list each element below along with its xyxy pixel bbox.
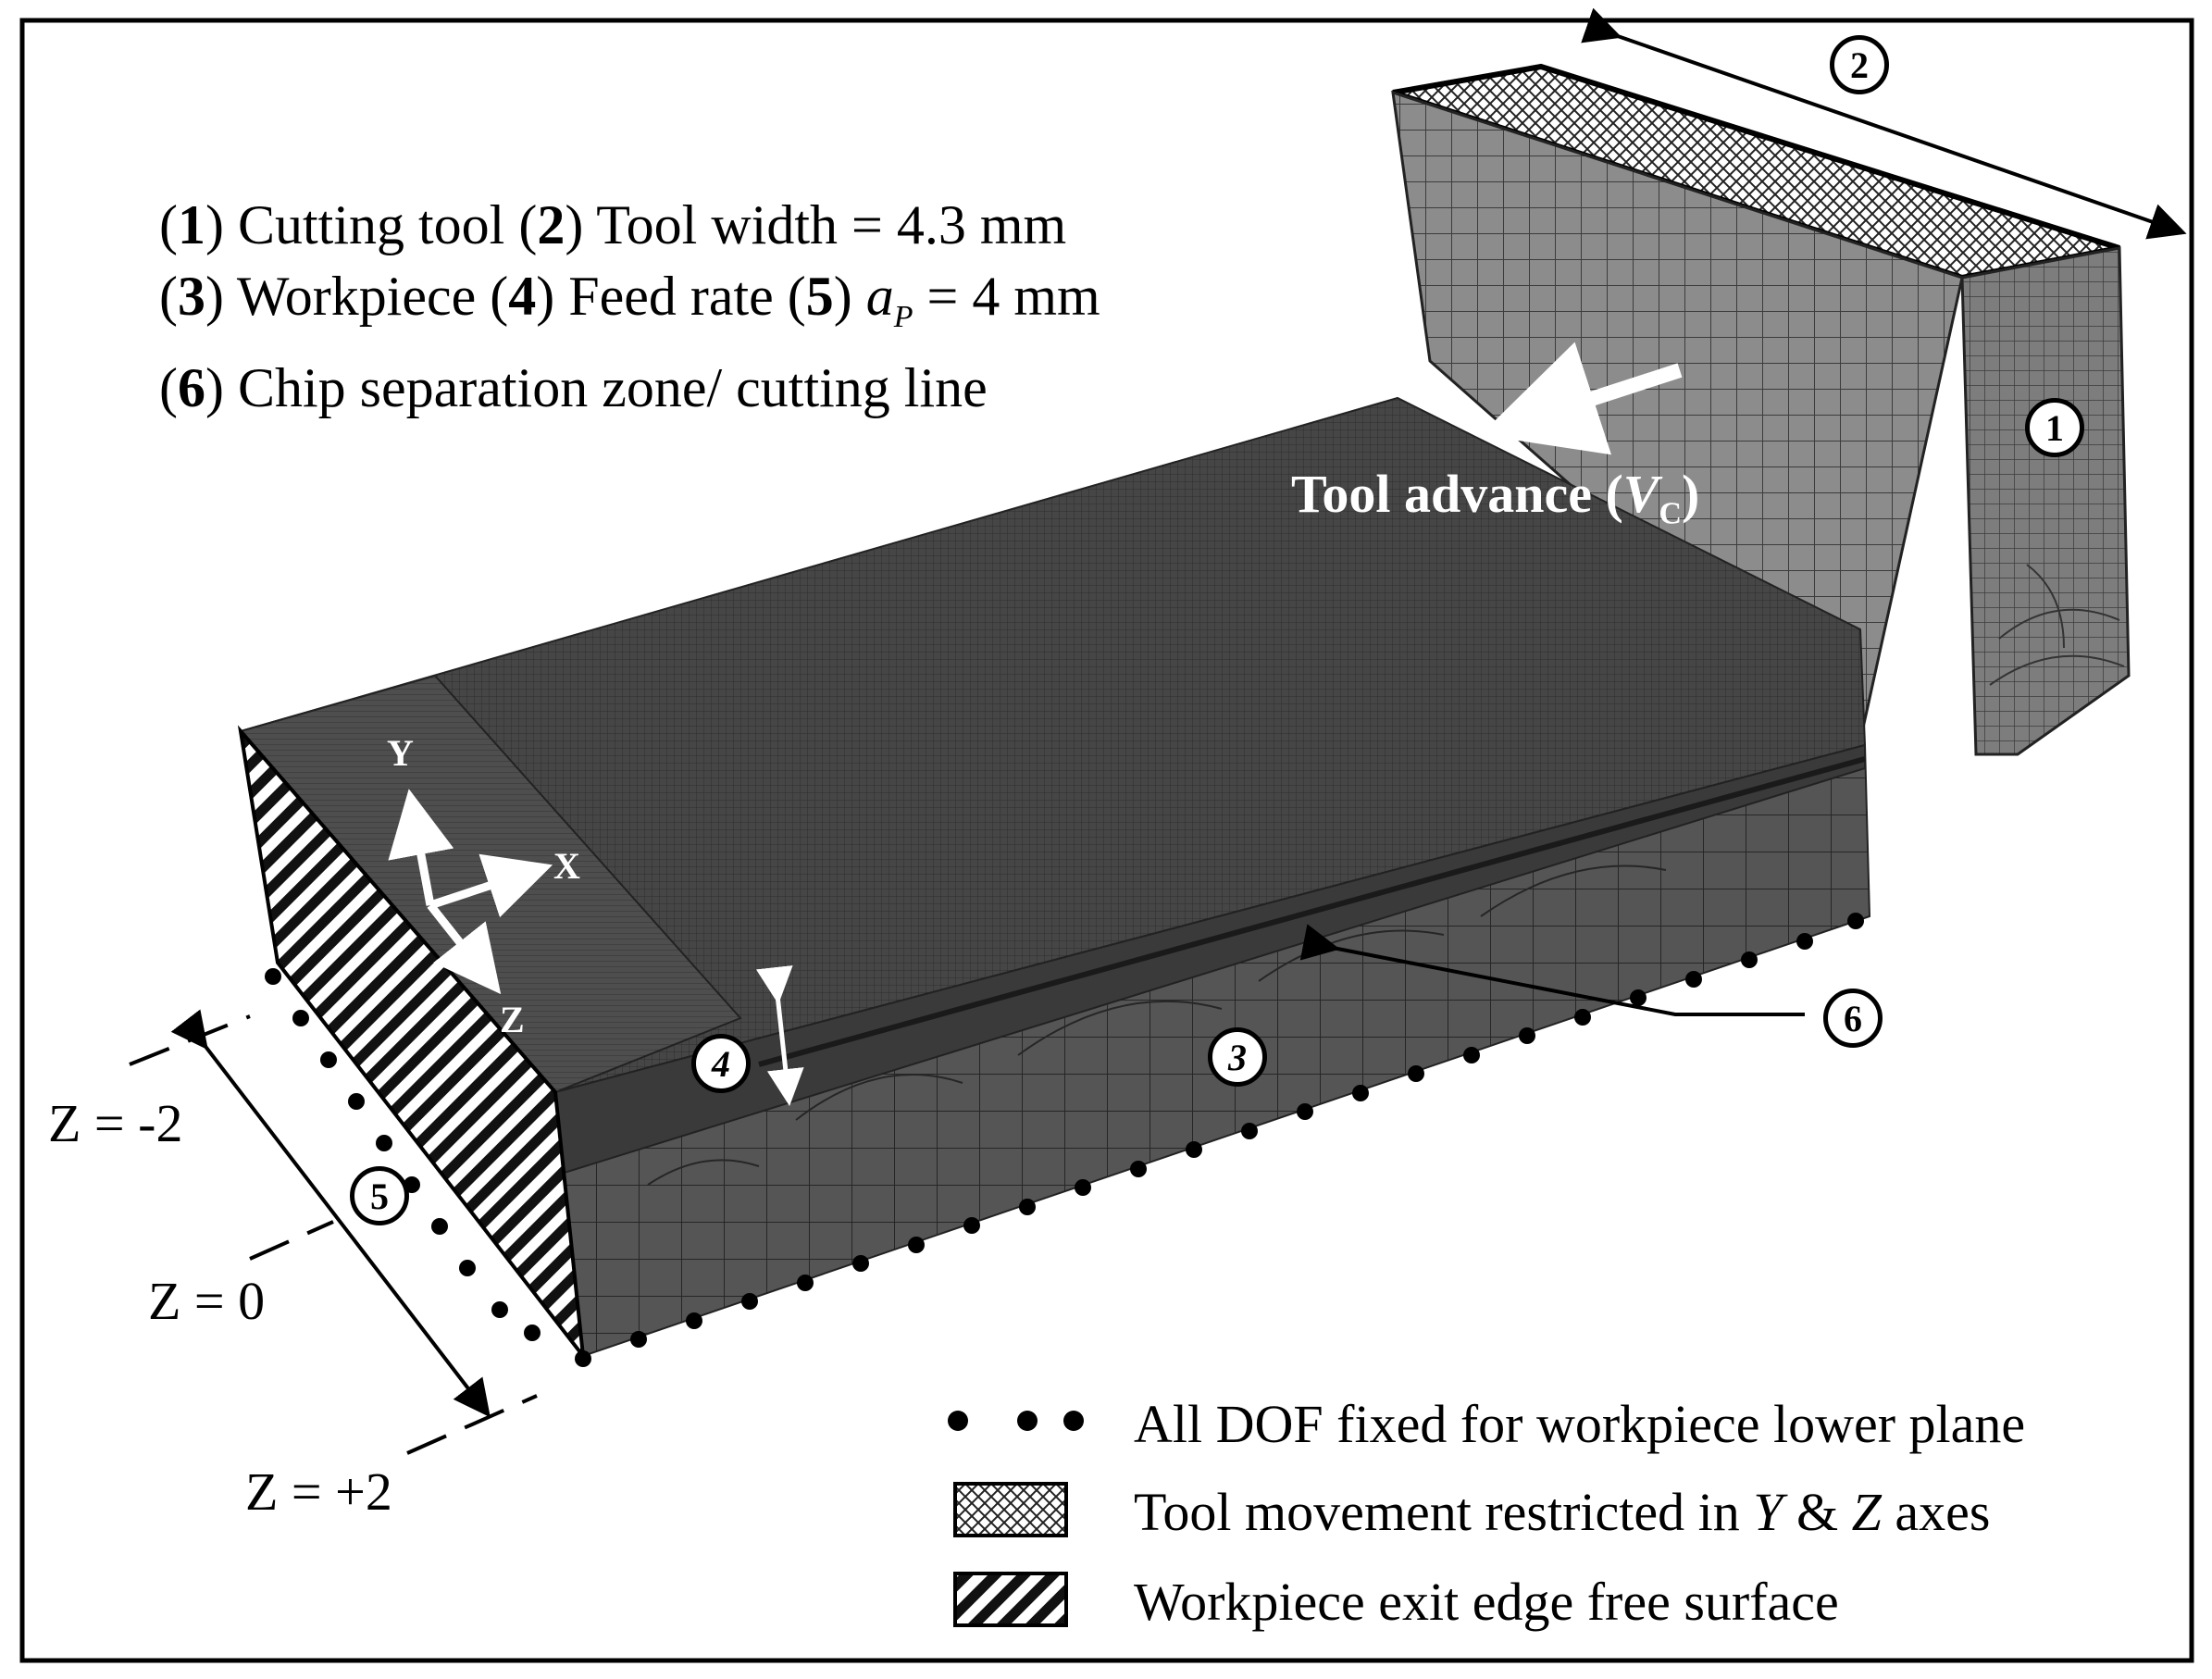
- legend-free-surface-text: Workpiece exit edge free surface: [1134, 1572, 1839, 1632]
- axis-y-label: Y: [387, 732, 414, 774]
- front-mesh-arcs: [647, 864, 1667, 1186]
- cutting-line-leader: [1299, 924, 1805, 1016]
- callout-4: 4: [691, 1034, 751, 1093]
- z-zero-label: Z = 0: [148, 1271, 266, 1331]
- z-plus2-label: Z = +2: [245, 1461, 392, 1522]
- legend-dots-swatch: [948, 1411, 1084, 1431]
- axis-z-label: Z: [500, 999, 525, 1040]
- callout-3: 3: [1208, 1027, 1267, 1087]
- callout-5: 5: [350, 1166, 409, 1225]
- axis-x-label: X: [553, 845, 580, 887]
- tool-side-face: [1960, 246, 2131, 756]
- tool-side-mesh-arcs: [1989, 564, 2125, 686]
- legend-fixed-text: All DOF fixed for workpiece lower plane: [1134, 1394, 2026, 1454]
- legend-crosshatch-swatch: [953, 1482, 1068, 1537]
- dof-fixed-dots: [265, 913, 1864, 1367]
- callout-6: 6: [1823, 989, 1883, 1048]
- notes-block: (1) Cutting tool (2) Tool width = 4.3 mm…: [159, 190, 1100, 424]
- callout-1: 1: [2025, 398, 2084, 457]
- note-line-2: (3) Workpiece (4) Feed rate (5) aP = 4 m…: [159, 266, 1100, 334]
- coordinate-axes: [388, 789, 553, 995]
- figure-border: [19, 18, 2194, 1663]
- workpiece: [237, 396, 1871, 1362]
- tool-width-dimension: [1581, 7, 2187, 240]
- cutting-line: [758, 756, 1866, 1067]
- note-line-1: (1) Cutting tool (2) Tool width = 4.3 mm: [159, 194, 1067, 255]
- legend-diagonal-swatch: [953, 1572, 1068, 1627]
- callout-2: 2: [1830, 35, 1889, 94]
- tool-advance-arrow: [1480, 342, 1683, 455]
- note-line-3: (6) Chip separation zone/ cutting line: [159, 357, 988, 418]
- feed-rate-arrow: [755, 965, 804, 1106]
- z-minus2-label: Z = -2: [48, 1093, 183, 1153]
- tool-advance-label: Tool advance (VC): [1291, 464, 1700, 531]
- ap-dimension: [129, 1009, 538, 1455]
- legend-tool-restricted-text: Tool movement restricted in Y & Z axes: [1134, 1482, 1991, 1542]
